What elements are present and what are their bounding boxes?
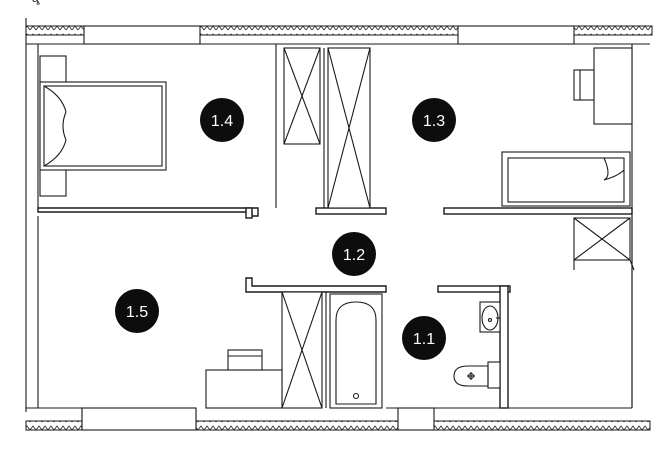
- sofa-room-1-3: [501, 151, 631, 207]
- wardrobe-room-1-5: [281, 291, 327, 409]
- bathtub: [329, 293, 383, 409]
- toilet: [453, 361, 501, 389]
- window-bottom-center: [397, 407, 435, 431]
- room-label-1-2: 1.2: [332, 232, 376, 276]
- room-label-1-5: 1.5: [115, 289, 159, 333]
- window-top-left: [83, 25, 201, 45]
- double-bed: [39, 55, 167, 197]
- window-bottom-left: [81, 407, 197, 431]
- room-label-1-5-text: 1.5: [126, 304, 148, 321]
- desk-room-1-5: [205, 349, 283, 409]
- room-label-1-3: 1.3: [412, 98, 456, 142]
- wardrobe-tall: [323, 47, 371, 209]
- outer-wall-bottom: [25, 407, 651, 431]
- sink: [479, 301, 501, 333]
- room-label-1-3-text: 1.3: [423, 113, 445, 130]
- room-label-1-1-text: 1.1: [413, 331, 435, 348]
- wardrobe-right: [573, 217, 635, 271]
- room-label-1-1: 1.1: [402, 316, 446, 360]
- room-label-1-2-text: 1.2: [343, 247, 365, 264]
- room-label-1-4: 1.4: [200, 98, 244, 142]
- room-label-1-4-text: 1.4: [211, 113, 233, 130]
- corner-text: ą̧: [32, 0, 41, 5]
- desk-room-1-3: [573, 47, 633, 125]
- outer-wall-top: [25, 25, 653, 45]
- window-top-right: [457, 25, 575, 45]
- wardrobe-small: [283, 47, 321, 145]
